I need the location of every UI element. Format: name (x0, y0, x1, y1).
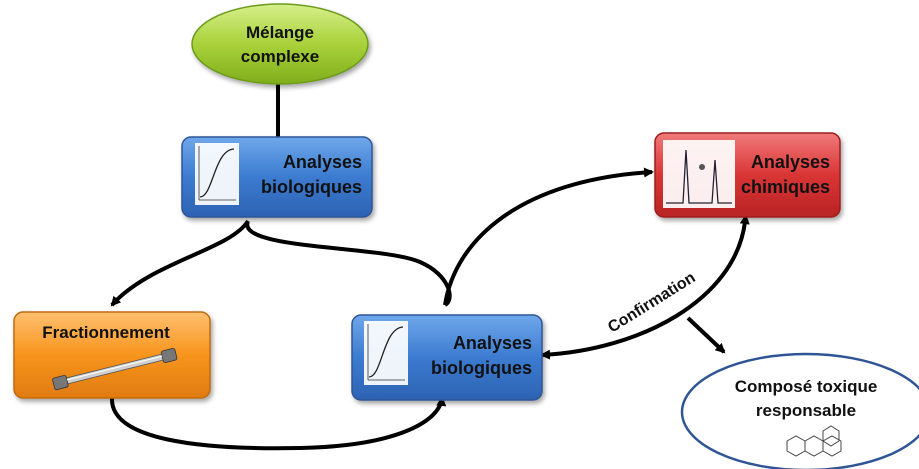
chimiques-line1: Analyses (751, 152, 830, 172)
node-fractionnement: Fractionnement (13, 311, 211, 399)
edge-bio-bottom-to-chimiques (443, 167, 654, 306)
fractionnement-label: Fractionnement (42, 323, 170, 342)
hplc-column-icon (52, 347, 178, 391)
node-melange-complexe: Mélange complexe (191, 3, 369, 85)
melange-line1: Mélange (246, 23, 314, 42)
node-analyses-biologiques-bottom: Analyses biologiques (351, 314, 543, 401)
edge-loop-to-fractionnement (110, 219, 250, 307)
edge-fractionnement-to-bio-bottom (109, 396, 447, 451)
bio-bottom-line1: Analyses (453, 333, 532, 353)
dose-response-curve-icon (195, 143, 239, 205)
edge-bio-top-to-fractionnement (245, 220, 452, 307)
bio-bottom-line2: biologiques (431, 358, 532, 378)
melange-line2: complexe (241, 47, 319, 66)
edge-confirmation (540, 214, 750, 360)
compose-line2: responsable (756, 401, 856, 420)
bio-top-line2: biologiques (261, 177, 362, 197)
molecule-structure-icon (786, 425, 842, 457)
edge-confirmation-to-compose (686, 316, 726, 354)
node-compose-toxique: Composé toxique responsable (680, 352, 919, 469)
bio-top-line1: Analyses (283, 152, 362, 172)
node-analyses-chimiques: Analyses chimiques (654, 132, 841, 218)
dose-response-curve-icon (364, 321, 408, 385)
chimiques-line2: chimiques (741, 177, 830, 197)
confirmation-label: Confirmation (605, 269, 698, 336)
chromatogram-icon (663, 140, 735, 208)
node-analyses-biologiques-top: Analyses biologiques (181, 136, 373, 218)
compose-line1: Composé toxique (735, 377, 878, 396)
